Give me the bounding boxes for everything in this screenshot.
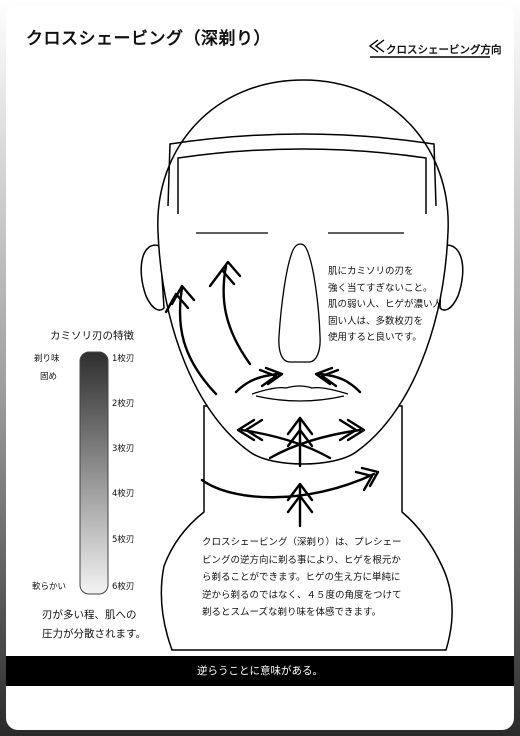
cross-shaving-direction-label: クロスシェービング方向	[386, 44, 502, 56]
description-line: ら剃ることができます。ヒゲの生え方に単純に	[202, 572, 401, 583]
sharpness-label: 剃り味	[34, 354, 60, 364]
description-line: 逆から剃るのではなく、４５度の角度をつけて	[202, 589, 402, 601]
arrow-left-cheek-inner	[222, 264, 252, 366]
skin-caution-note: 肌にカミソリの刃を 強く当てすぎないこと。 肌の弱い人、ヒゲが濃い人 固い人は、…	[328, 264, 442, 347]
description-line: 剃るとスムーズな剃り味を体感できます。	[202, 607, 382, 618]
neck	[160, 405, 453, 651]
note-line: 刃が多い程、肌への	[42, 609, 137, 621]
note-line: 肌にカミソリの刃を	[328, 266, 414, 277]
bottom-banner: 逆らうことに意味がある。	[6, 656, 514, 686]
blade-pressure-note: 刃が多い程、肌への 圧力が分散されます。	[42, 606, 146, 644]
page-frame: クロスシェービング（深剃り） クロスシェービング方向	[6, 6, 514, 730]
shaving-arrows	[164, 260, 380, 528]
head-diagram	[79, 39, 490, 651]
direction-chevron-icon	[368, 39, 385, 53]
nose	[278, 243, 321, 363]
blade-level-5: 5枚刃	[112, 535, 135, 545]
note-line: 圧力が分散されます。	[42, 628, 146, 640]
blade-level-1: 1枚刃	[112, 354, 135, 364]
blade-level-6: 6枚刃	[112, 582, 135, 592]
note-line: 強く当てすぎないこと。	[328, 282, 433, 294]
arrow-neck-left	[200, 472, 376, 499]
description-line: クロスシェービング（深剃り）は、プレシェー	[202, 537, 402, 548]
note-line: 固い人は、多数枚刃を	[328, 315, 424, 327]
blade-level-3: 3枚刃	[112, 444, 135, 454]
page-title: クロスシェービング（深剃り）	[26, 29, 271, 49]
note-line: 使用すると良いです。	[328, 332, 422, 343]
firm-label: 固め	[40, 372, 58, 382]
lower-lip	[255, 395, 345, 402]
cross-shaving-description: クロスシェービング（深剃り）は、プレシェー ビングの逆方向に剃る事により、ヒゲを…	[202, 534, 402, 622]
arrow-chin-right	[268, 428, 362, 460]
blade-level-2: 2枚刃	[112, 399, 135, 409]
facial-features	[196, 232, 404, 402]
face	[157, 79, 449, 465]
blade-level-4: 4枚刃	[112, 489, 135, 499]
blade-scale-title: カミソリ刃の特徴	[50, 330, 134, 342]
head-outline	[140, 79, 464, 651]
description-line: ビングの逆方向に剃る事により、ヒゲを根元か	[202, 554, 401, 566]
left-ear	[140, 244, 165, 311]
note-line: 肌の弱い人、ヒゲが濃い人	[328, 299, 443, 310]
hairline	[167, 133, 437, 214]
direction-marker	[368, 39, 490, 58]
upper-lip	[251, 385, 349, 395]
blade-scale-bar	[79, 351, 109, 595]
soft-label: 軟らかい	[32, 582, 67, 592]
